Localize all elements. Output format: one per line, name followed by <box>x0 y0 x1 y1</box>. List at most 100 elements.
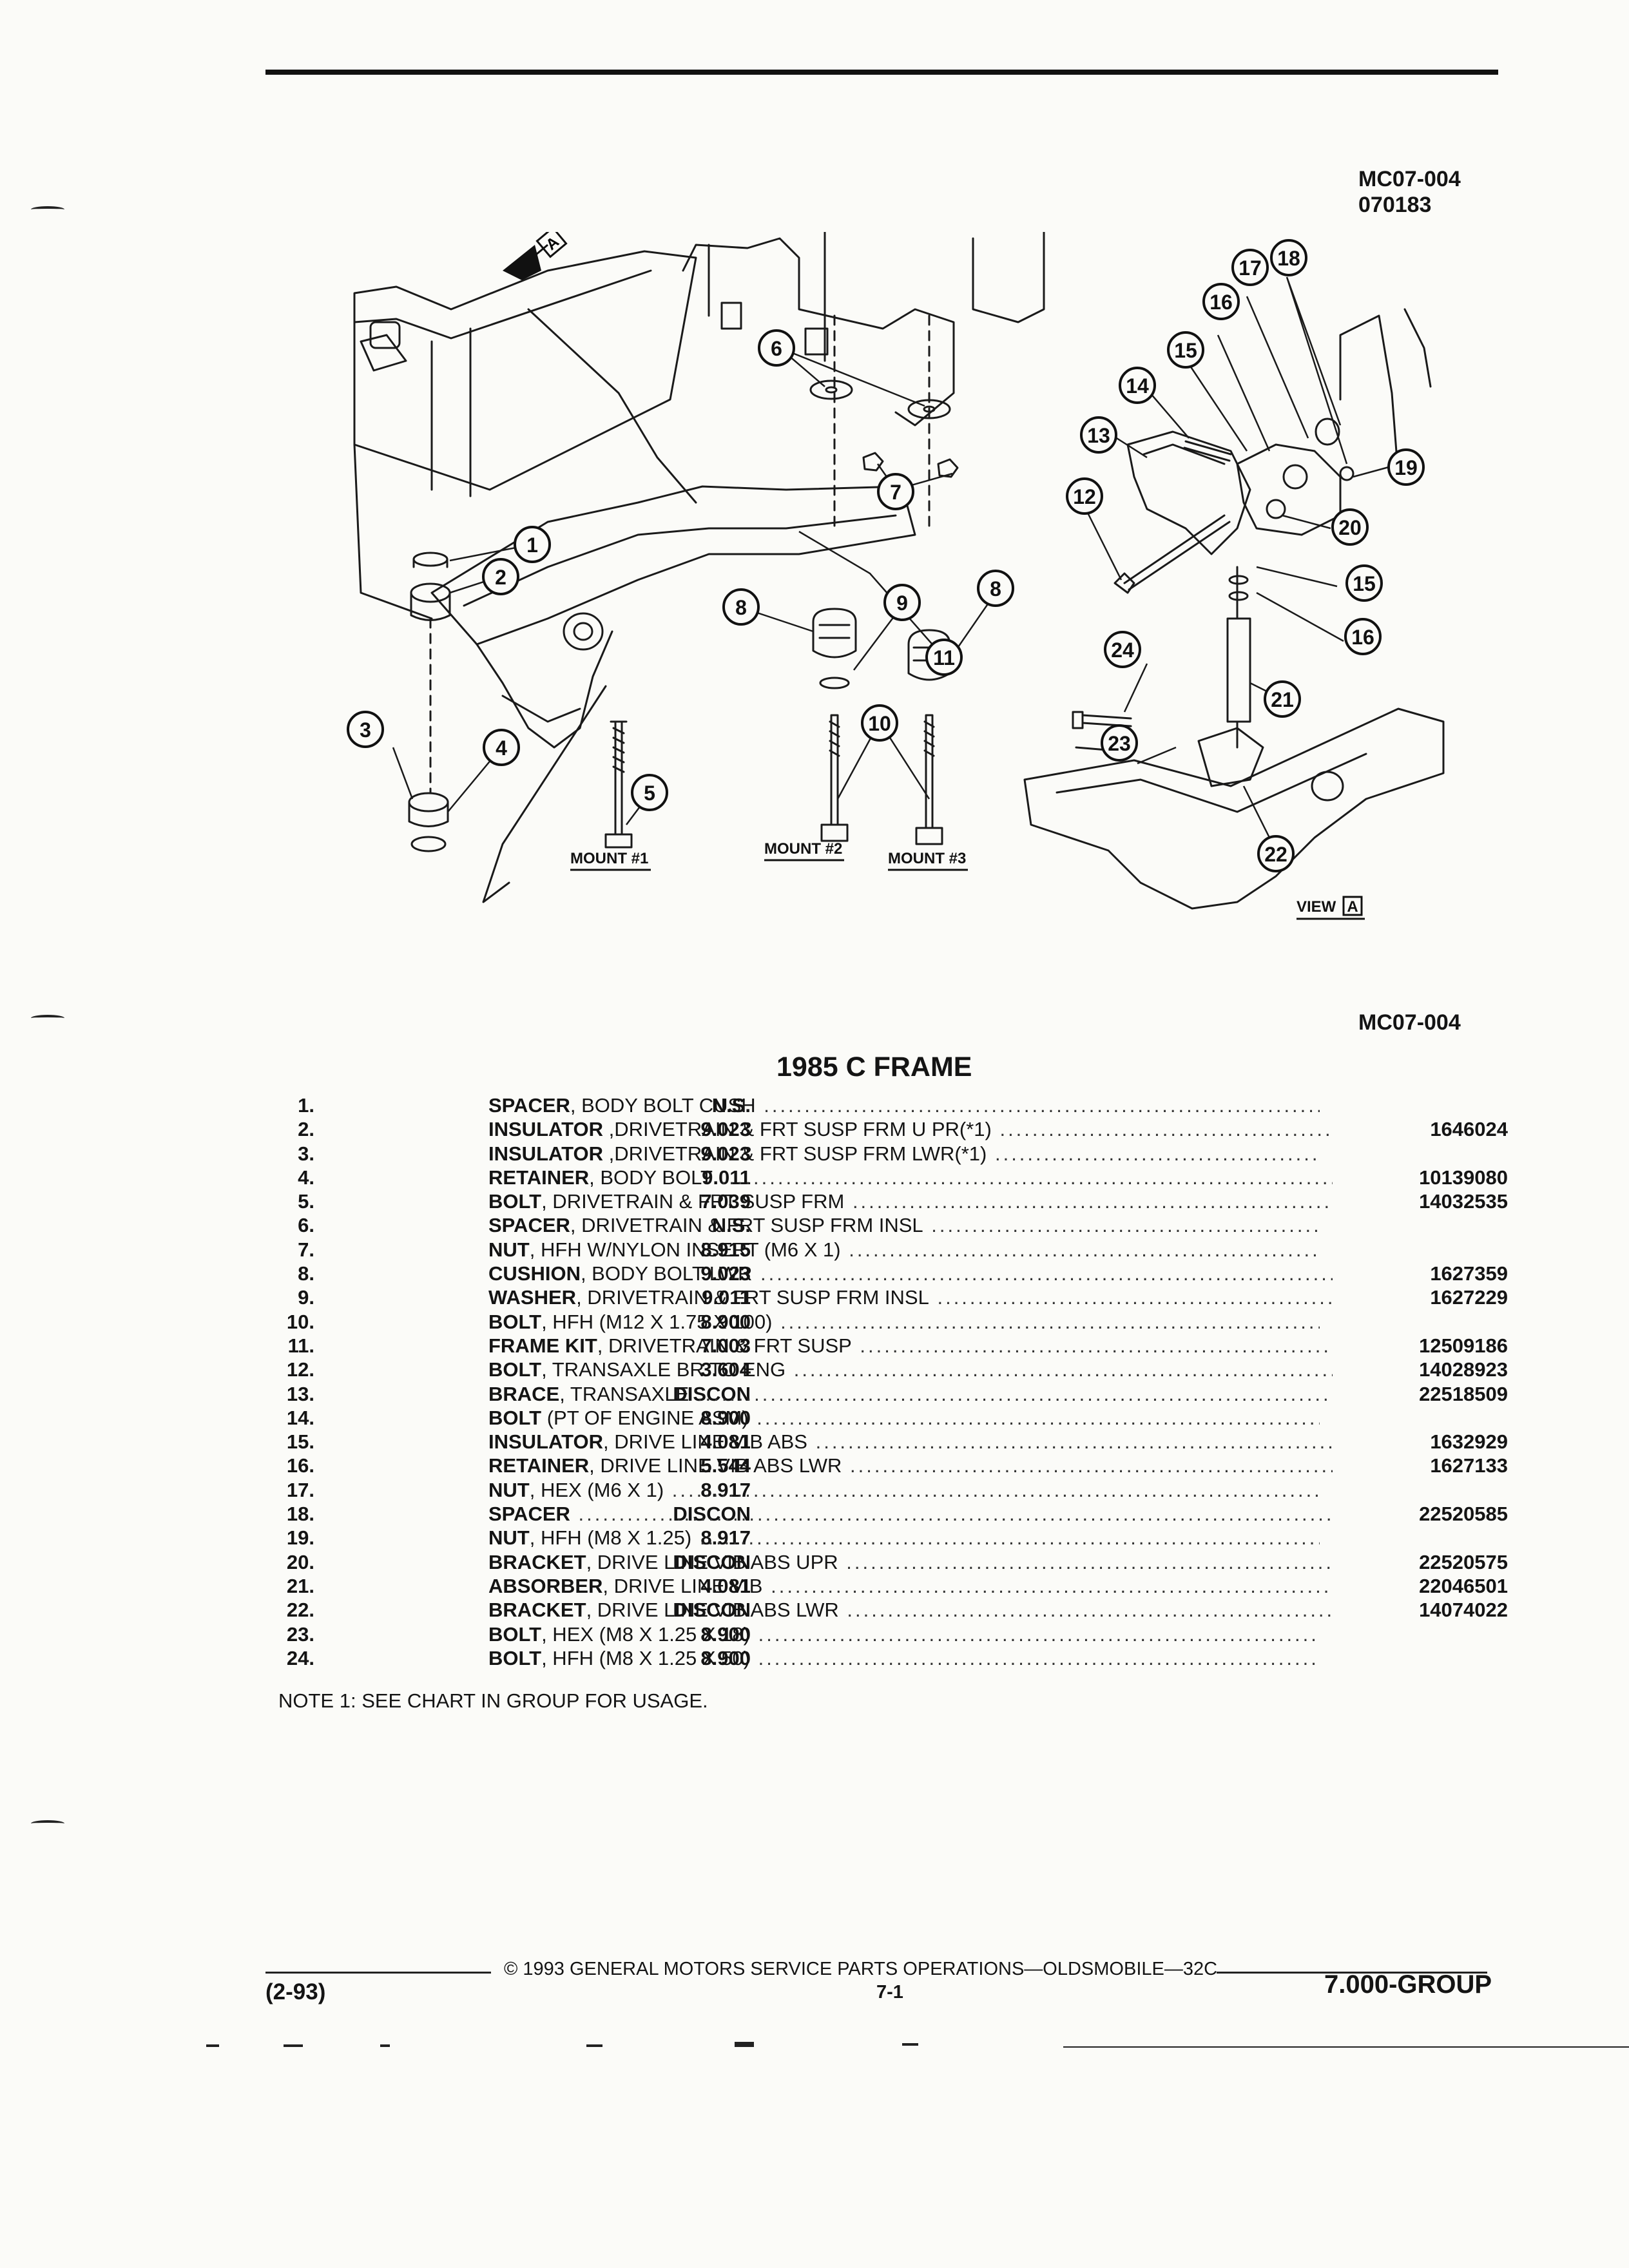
part-name: BOLT <box>488 1190 542 1213</box>
group-code: 9.011 <box>702 1166 751 1189</box>
svg-text:8: 8 <box>735 596 747 619</box>
view-label: VIEW <box>1296 898 1336 916</box>
view-a-arrow: A <box>503 232 568 280</box>
mount-3-label: MOUNT #3 <box>888 850 966 867</box>
svg-text:16: 16 <box>1210 291 1233 314</box>
callout-22: 22 <box>1257 835 1295 872</box>
parts-row: 1.N.S.SPACER, BODY BOLT CUSH ...........… <box>284 1093 1508 1117</box>
group-code: 8.917 <box>700 1478 751 1501</box>
insulator-2 <box>410 582 451 603</box>
part-name: BRACE <box>488 1382 560 1405</box>
leader-dots: ........................................… <box>931 1214 1320 1237</box>
part-number: 1627229 <box>1430 1286 1508 1309</box>
leader-dots: ........................................… <box>758 1622 1320 1646</box>
part-detail: , TRANSAXLE <box>559 1382 689 1405</box>
part-description: CUSHION, BODY BOLT LWR .................… <box>488 1262 1333 1285</box>
part-description: NUT, HEX (M6 X 1) ......................… <box>488 1478 1320 1502</box>
retainer-4 <box>410 836 447 852</box>
bolt-24 <box>1081 714 1132 727</box>
part-detail: , HFH W/NYLON INSERT (M6 X 1) <box>529 1238 841 1261</box>
part-description: SPACER .................................… <box>488 1502 1333 1526</box>
part-name: NUT <box>488 1238 530 1261</box>
table-title: 1985 C FRAME <box>776 1052 972 1082</box>
part-detail: , DRIVE LINE VIB <box>602 1574 763 1597</box>
svg-text:12: 12 <box>1073 485 1096 508</box>
part-detail: , DRIVE LINE VIB ABS UPR <box>586 1550 838 1573</box>
part-name: SPACER <box>488 1214 570 1237</box>
leader-dots: ........................................… <box>793 1358 1333 1381</box>
lower-frame <box>1023 707 1445 910</box>
group-code: 4.081 <box>700 1430 751 1454</box>
callout-8a: 8 <box>722 588 760 626</box>
svg-text:20: 20 <box>1338 516 1362 539</box>
part-number: 22520575 <box>1419 1550 1508 1573</box>
part-detail: , DRIVE LINE VIB ABS LWR <box>586 1599 839 1622</box>
group-code: N.S. <box>711 1094 751 1117</box>
top-rule <box>265 70 1498 75</box>
part-detail: , HFH (M12 X 1.75 X 100) <box>541 1310 773 1333</box>
svg-text:14: 14 <box>1126 374 1149 398</box>
item-number: 9. <box>298 1286 314 1309</box>
part-description: SPACER, DRIVETRAIN & FRT SUSP FRM INSL .… <box>488 1213 1320 1237</box>
footer-copyright: © 1993 GENERAL MOTORS SERVICE PARTS OPER… <box>504 1959 1218 1979</box>
part-detail: , HEX (M6 X 1) <box>529 1478 664 1501</box>
part-number: 10139080 <box>1419 1166 1508 1189</box>
subframe <box>430 485 916 646</box>
part-description: INSULATOR ,DRIVETRAIN & FRT SUSP FRM U P… <box>488 1117 1333 1141</box>
part-detail: ,DRIVETRAIN & FRT SUSP FRM U PR(*1) <box>602 1118 992 1141</box>
part-detail: , DRIVE LINE VIB ABS LWR <box>589 1454 842 1477</box>
group-code: DISCON <box>673 1599 751 1622</box>
part-name: INSULATOR <box>488 1142 603 1165</box>
part-detail: , DRIVETRAIN & FRT SUSP FRM <box>541 1190 845 1213</box>
svg-text:3: 3 <box>360 718 371 742</box>
margin-mark <box>31 206 64 213</box>
absorber-21 <box>1226 617 1251 723</box>
group-code: 8.900 <box>700 1310 751 1333</box>
leader-dots: ........................................… <box>699 1526 1320 1550</box>
brace-13 <box>1126 430 1251 555</box>
part-description: BOLT, HEX (M8 X 1.25 X 18) .............… <box>488 1622 1320 1646</box>
item-number: 15. <box>286 1430 314 1454</box>
part-description: BOLT, HFH (M8 X 1.25 X 50) .............… <box>488 1646 1320 1670</box>
footnote: NOTE 1: SEE CHART IN GROUP FOR USAGE. <box>278 1689 708 1712</box>
leader-dots: ........................................… <box>852 1190 1333 1213</box>
part-name: BOLT <box>488 1622 542 1646</box>
svg-text:22: 22 <box>1264 843 1287 866</box>
part-number: 1627133 <box>1430 1454 1508 1477</box>
group-code: 9.011 <box>702 1286 751 1309</box>
view-letter: A <box>1347 898 1358 916</box>
footer-group: 7.000-GROUP <box>1324 1970 1492 1999</box>
callout-2: 2 <box>482 558 519 595</box>
item-number: 20. <box>286 1550 314 1573</box>
item-number: 23. <box>286 1622 314 1646</box>
part-detail: , BODY BOLT <box>589 1166 713 1189</box>
figure-header: MC07-004 070183 <box>1358 166 1461 218</box>
svg-text:13: 13 <box>1087 424 1110 447</box>
part-name: RETAINER <box>488 1166 590 1189</box>
callout-1: 1 <box>514 526 551 563</box>
washer-9 <box>819 677 850 689</box>
part-detail: , DRIVETRAIN & FRT SUSP FRM INSL <box>576 1286 929 1309</box>
item-number: 17. <box>286 1478 314 1501</box>
part-number: 22046501 <box>1419 1574 1508 1597</box>
callout-15a: 15 <box>1167 331 1204 369</box>
part-description: BRACKET, DRIVE LINE VIB ABS LWR ........… <box>488 1598 1333 1622</box>
callout-21: 21 <box>1264 680 1301 718</box>
svg-text:15: 15 <box>1174 339 1197 362</box>
item-number: 16. <box>286 1454 314 1477</box>
svg-text:15: 15 <box>1353 572 1376 595</box>
spacer-6a <box>809 380 853 400</box>
item-number: 5. <box>298 1190 314 1213</box>
item-number: 3. <box>298 1142 314 1165</box>
part-description: SPACER, BODY BOLT CUSH .................… <box>488 1093 1320 1117</box>
